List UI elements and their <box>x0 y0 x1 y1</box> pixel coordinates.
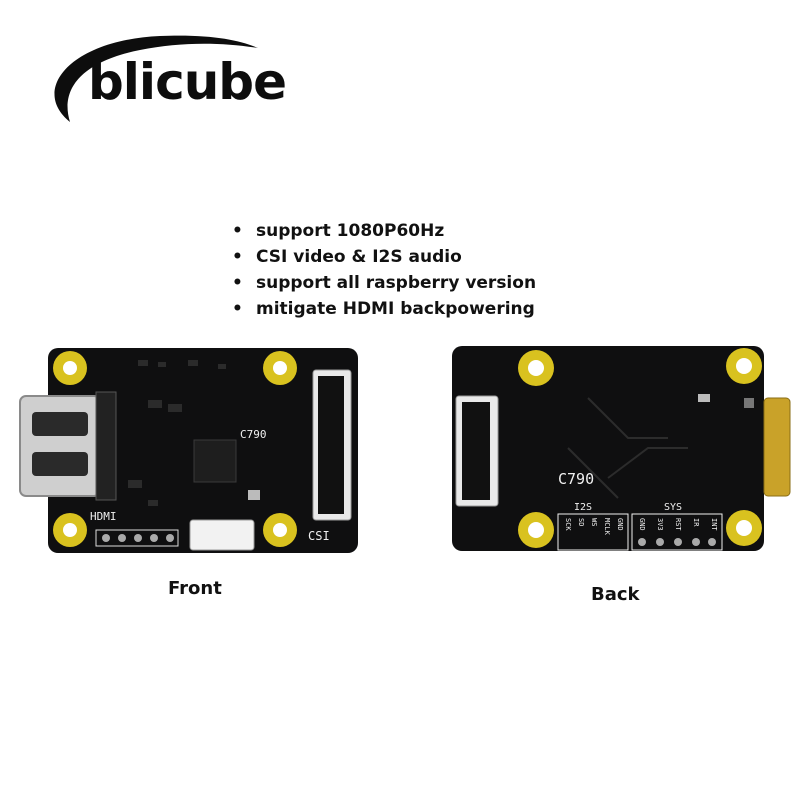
i2s-pin-label: SD <box>577 518 585 526</box>
i2s-pin-label: MCLK <box>603 518 611 536</box>
back-caption: Back <box>591 584 640 605</box>
hdmi-connector-back <box>763 397 791 497</box>
bullet: • <box>232 299 243 319</box>
c790-chip <box>193 439 237 483</box>
pin-header <box>95 529 179 547</box>
chip-label: C790 <box>240 428 267 441</box>
front-board-photo: C790 HDMI CSI <box>19 348 358 553</box>
csi-label: CSI <box>308 529 330 543</box>
bullet: • <box>232 273 243 293</box>
chip-label-back: C790 <box>558 470 594 488</box>
back-pcb <box>452 346 764 551</box>
feature-item: • mitigate HDMI backpowering <box>232 296 536 322</box>
brand-logo <box>54 35 259 123</box>
jst-connector <box>189 519 255 551</box>
i2s-pin-label: SCK <box>564 518 572 531</box>
sys-pin-label: GND <box>638 518 646 531</box>
feature-item: • CSI video & I2S audio <box>232 244 536 270</box>
sys-pin-label: RST <box>674 518 682 531</box>
feature-text: support 1080P60Hz <box>256 221 445 241</box>
logo-swoosh <box>54 35 259 123</box>
sys-pin-label: IR <box>692 518 700 527</box>
sys-pin-box <box>631 513 723 551</box>
feature-item: • support all raspberry version <box>232 270 536 296</box>
feature-list: • support 1080P60Hz • CSI video & I2S audi… <box>232 218 536 322</box>
feature-text: CSI video & I2S audio <box>256 247 462 267</box>
sys-pin-label: 3V3 <box>656 518 664 531</box>
bullet: • <box>232 247 243 267</box>
feature-text: support all raspberry version <box>256 273 537 293</box>
hdmi-connector <box>19 395 101 497</box>
feature-text: mitigate HDMI backpowering <box>256 299 535 319</box>
i2s-pin-box <box>557 513 629 551</box>
i2s-pin-label: WS <box>590 518 598 526</box>
front-caption: Front <box>168 578 222 599</box>
hdmi-label: HDMI <box>90 510 117 523</box>
feature-item: • support 1080P60Hz <box>232 218 536 244</box>
sys-label: SYS <box>664 502 682 513</box>
bullet: • <box>232 221 243 241</box>
logo-wordmark: blicube <box>88 53 287 111</box>
i2s-pin-label: GND <box>616 518 624 531</box>
back-board-photo: C790 I2S SYS SCK SD WS MCLK GND GND 3V3 RST IR IN… <box>452 346 791 551</box>
i2s-label: I2S <box>574 502 592 513</box>
sys-pin-label: INT <box>710 518 718 531</box>
